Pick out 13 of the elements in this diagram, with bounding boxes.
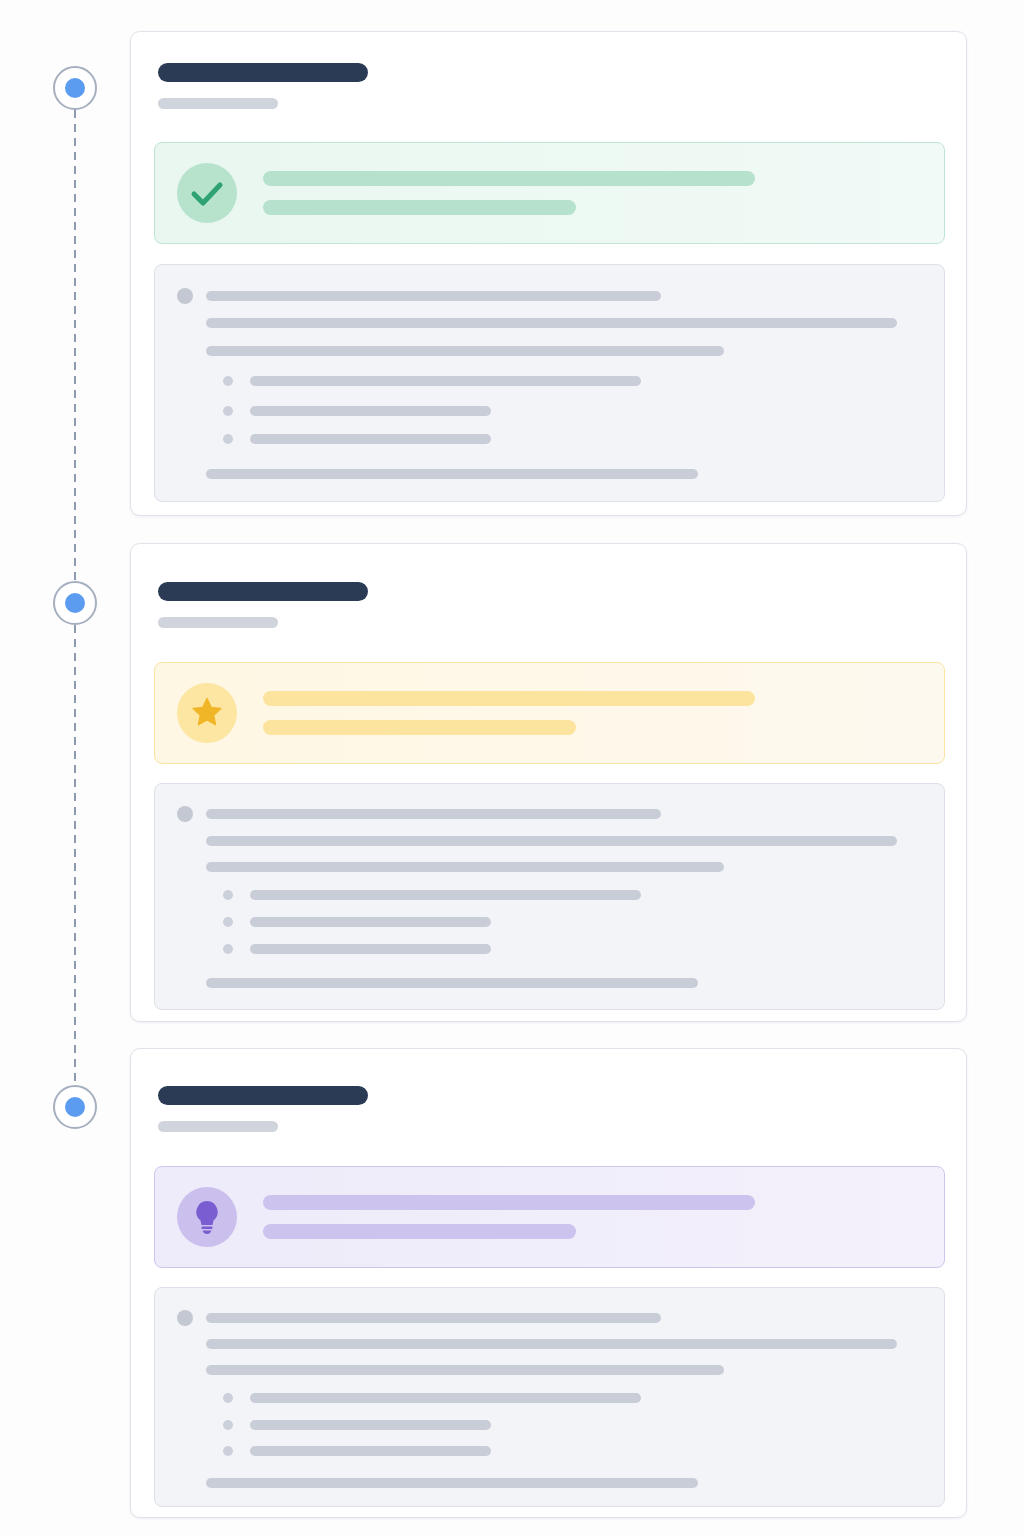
highlight-panel (154, 1166, 945, 1268)
dashed-connector (74, 109, 76, 582)
content-panel (154, 783, 945, 1010)
timeline-card (130, 31, 967, 516)
highlight-panel (154, 142, 945, 244)
highlight-panel (154, 662, 945, 764)
timeline-marker (53, 1085, 97, 1129)
timeline-card (130, 1048, 967, 1518)
content-panel (154, 1287, 945, 1507)
timeline-marker (53, 66, 97, 110)
content-panel (154, 264, 945, 502)
timeline-marker (53, 581, 97, 625)
timeline-card (130, 543, 967, 1022)
